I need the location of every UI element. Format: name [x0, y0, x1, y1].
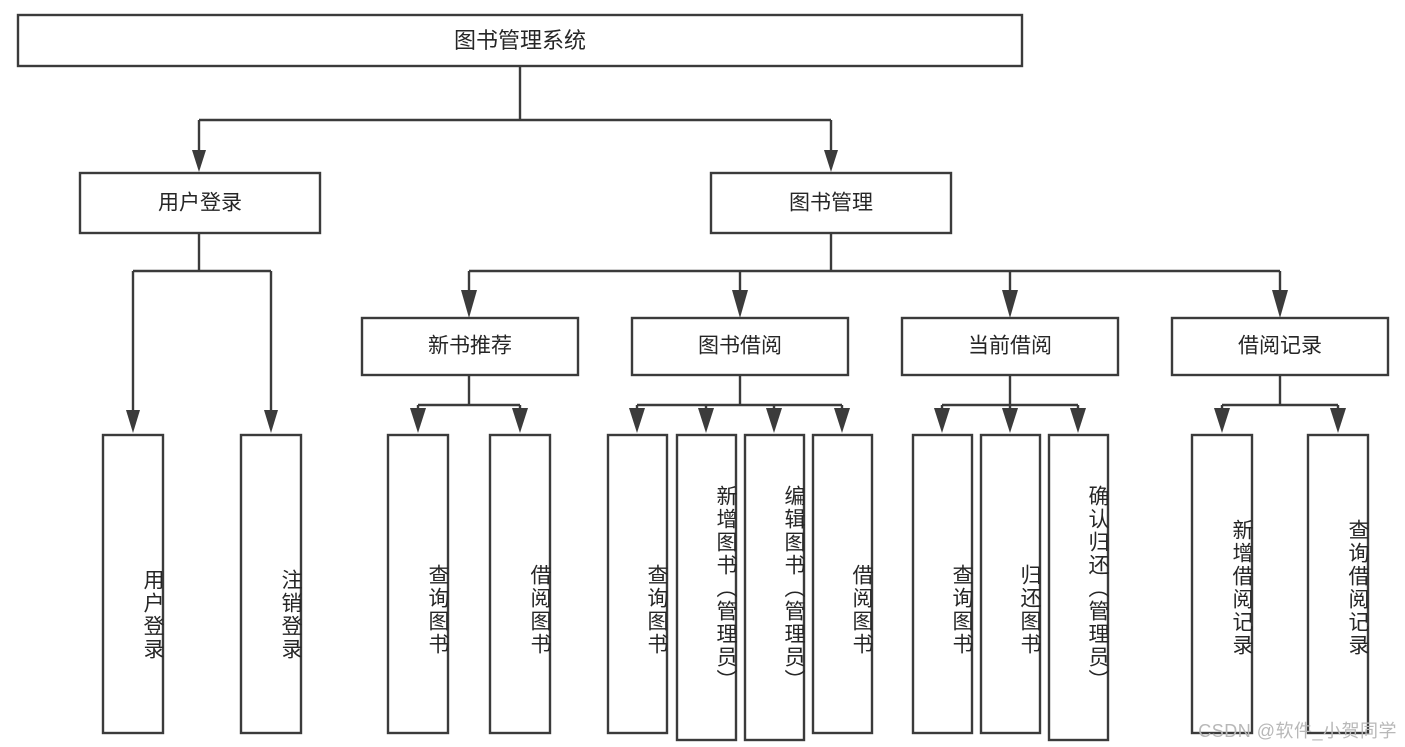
- node-leaf-borrow-book-2[interactable]: [811, 433, 874, 735]
- arrowhead-user-login: [192, 150, 206, 172]
- node-current-borrow-label: 当前借阅: [968, 335, 1052, 358]
- arrowhead-leaf-edit-book: [766, 408, 782, 433]
- arrowhead-new-book-rec: [461, 290, 477, 318]
- node-borrow-record[interactable]: [1170, 316, 1390, 377]
- node-borrow-record-label: 借阅记录: [1238, 335, 1322, 358]
- arrowhead-borrow-record: [1272, 290, 1288, 318]
- node-leaf-return-book[interactable]: [979, 433, 1042, 735]
- arrowhead-book-borrow: [732, 290, 748, 318]
- node-group: 图书管理系统 用户登录 图书管理 新书推荐 图书借阅 当前借阅 借阅记录: [16, 13, 1390, 742]
- node-leaf-query-book-3[interactable]: [911, 433, 974, 735]
- arrowhead-leaf-logout: [264, 410, 278, 433]
- arrowhead-leaf-query-book-2: [629, 408, 645, 433]
- node-current-borrow[interactable]: [900, 316, 1120, 377]
- arrowhead-leaf-borrow-book-2: [834, 408, 850, 433]
- node-new-book-rec[interactable]: [360, 316, 580, 377]
- arrowhead-current-borrow: [1002, 290, 1018, 318]
- node-book-borrow[interactable]: [630, 316, 850, 377]
- arrowhead-book-manage: [824, 150, 838, 172]
- arrowhead-leaf-borrow-book-1: [512, 408, 528, 433]
- node-book-borrow-label: 图书借阅: [698, 335, 782, 358]
- node-leaf-query-book-2[interactable]: [606, 433, 669, 735]
- node-leaf-borrow-book-1[interactable]: [488, 433, 552, 735]
- arrowhead-leaf-query-book-1: [410, 408, 426, 433]
- node-root[interactable]: [16, 13, 1024, 68]
- arrowhead-leaf-add-book: [698, 408, 714, 433]
- node-book-manage-label: 图书管理: [789, 192, 873, 215]
- node-leaf-add-book[interactable]: [675, 433, 738, 742]
- node-leaf-query-record[interactable]: [1306, 433, 1370, 735]
- arrowhead-leaf-confirm-return: [1070, 408, 1086, 433]
- node-book-manage[interactable]: [709, 171, 953, 235]
- node-leaf-add-record[interactable]: [1190, 433, 1254, 735]
- node-root-label: 图书管理系统: [454, 28, 586, 53]
- arrowhead-leaf-query-record: [1330, 408, 1346, 433]
- node-user-login[interactable]: [78, 171, 322, 235]
- node-leaf-query-book-1[interactable]: [386, 433, 450, 735]
- node-leaf-confirm-return[interactable]: [1047, 433, 1110, 742]
- edge-group: [126, 66, 1346, 433]
- arrowhead-leaf-add-record: [1214, 408, 1230, 433]
- node-leaf-user-login[interactable]: [101, 433, 165, 735]
- node-leaf-logout[interactable]: [239, 433, 303, 735]
- arrowhead-leaf-user-login: [126, 410, 140, 433]
- node-leaf-edit-book[interactable]: [743, 433, 806, 742]
- node-user-login-label: 用户登录: [158, 192, 242, 215]
- arrowhead-leaf-return-book: [1002, 408, 1018, 433]
- arrowhead-leaf-query-book-3: [934, 408, 950, 433]
- node-new-book-rec-label: 新书推荐: [428, 335, 512, 358]
- csdn-watermark: CSDN @软件_小贺同学: [1198, 721, 1397, 741]
